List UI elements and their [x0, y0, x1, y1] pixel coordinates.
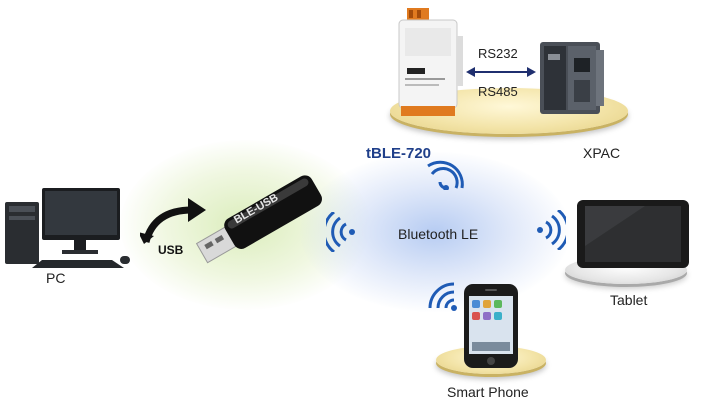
tablet-icon	[575, 198, 695, 272]
signal-wave-icon	[426, 160, 466, 191]
signal-wave-icon	[536, 208, 570, 252]
smartphone-icon	[462, 282, 520, 370]
signal-wave-icon	[322, 210, 356, 254]
serial-link-arrow	[466, 64, 536, 80]
signal-wave-icon	[424, 282, 460, 312]
usb-label: USB	[158, 243, 184, 257]
xpac-label: XPAC	[583, 145, 621, 161]
tablet-label: Tablet	[610, 292, 648, 308]
smart-phone-label: Smart Phone	[447, 384, 529, 400]
usb-dongle-icon	[186, 172, 331, 272]
rs232-label: RS232	[478, 46, 518, 61]
xpac-controller-icon	[538, 36, 606, 120]
tble-720-label: tBLE-720	[366, 145, 432, 162]
tble-720-module-icon	[395, 6, 467, 118]
rs485-label: RS485	[478, 84, 518, 99]
bluetooth-glow	[300, 152, 570, 312]
pc-label: PC	[46, 270, 66, 286]
pc-icon	[0, 180, 135, 270]
bluetooth-le-label: Bluetooth LE	[398, 226, 479, 242]
usb-arrow	[138, 196, 210, 246]
